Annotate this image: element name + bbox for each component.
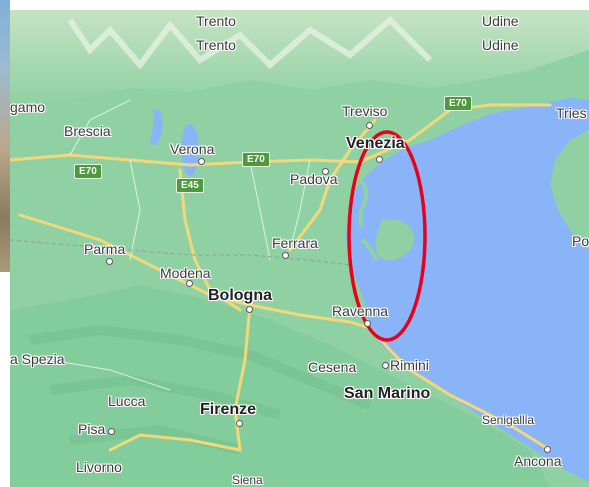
city-label-modena[interactable]: Modena (160, 265, 211, 281)
city-label-treviso[interactable]: Treviso (342, 103, 388, 119)
city-label-siena[interactable]: Siena (232, 473, 263, 487)
city-dot-parma[interactable] (106, 258, 113, 265)
city-dot-treviso[interactable] (366, 122, 373, 129)
city-label-pisa[interactable]: Pisa (78, 421, 106, 437)
city-label-bergamo[interactable]: gamo (10, 99, 46, 115)
city-label-udine[interactable]: Udine (482, 13, 519, 29)
city-label-padova[interactable]: Padova (290, 171, 338, 187)
city-label-san-marino[interactable]: San Marino (344, 385, 431, 402)
minor-roads (49, 99, 311, 391)
city-label-la-spezia[interactable]: a Spezia (10, 351, 65, 367)
highlight-ellipse (347, 130, 427, 342)
city-label-livorno[interactable]: Livorno (76, 459, 122, 475)
road-shield-e70-east: E70 (444, 96, 472, 111)
istria-coast (550, 130, 589, 250)
city-dot-padova[interactable] (322, 168, 329, 175)
city-label-parma[interactable]: Parma (84, 241, 126, 257)
city-label-cesena[interactable]: Cesena (308, 359, 357, 375)
map-canvas[interactable] (10, 10, 589, 487)
city-dot-firenze[interactable] (236, 420, 243, 427)
city-label-udine-dup[interactable]: Udine (482, 37, 519, 53)
po-delta (375, 219, 414, 261)
road-shield-e45: E45 (176, 178, 204, 193)
city-label-firenze[interactable]: Firenze (200, 401, 257, 418)
city-dot-verona[interactable] (198, 158, 205, 165)
city-label-trieste[interactable]: Tries (556, 105, 587, 121)
road-shield-e70-west: E70 (74, 164, 102, 179)
alps-terrain (10, 10, 589, 105)
city-dot-pisa[interactable] (108, 428, 115, 435)
city-dot-bologna[interactable] (246, 306, 253, 313)
photo-strip (0, 0, 10, 272)
city-label-verona[interactable]: Verona (170, 141, 215, 157)
city-label-venezia[interactable]: Venezia (346, 135, 405, 152)
city-dot-rimini[interactable] (382, 362, 389, 369)
lagoon-islands (358, 178, 378, 261)
city-label-trento[interactable]: Trento (196, 13, 236, 29)
city-label-ancona[interactable]: Ancona (514, 453, 562, 469)
city-label-trento-dup[interactable]: Trento (196, 37, 236, 53)
city-label-bologna[interactable]: Bologna (208, 287, 272, 304)
city-dot-ferrara[interactable] (282, 252, 289, 259)
city-label-brescia[interactable]: Brescia (64, 123, 111, 139)
city-dot-ancona[interactable] (544, 446, 551, 453)
map-frame[interactable]: Trento Trento Udine Udine gamo Brescia V… (10, 10, 589, 487)
lake-iseo (150, 110, 163, 145)
city-label-ferrara[interactable]: Ferrara (272, 235, 318, 251)
road-shield-e70-center: E70 (242, 152, 270, 167)
city-label-ravenna[interactable]: Ravenna (332, 303, 389, 319)
city-label-senigallia[interactable]: Senigallia (482, 413, 535, 427)
city-label-lucca[interactable]: Lucca (108, 393, 146, 409)
alps-highlights (67, 15, 433, 70)
city-label-pula[interactable]: Po (572, 233, 589, 249)
adriatic-sea (346, 98, 589, 482)
city-label-rimini[interactable]: Rimini (390, 357, 429, 373)
city-dot-modena[interactable] (186, 280, 193, 287)
city-dot-ravenna[interactable] (364, 320, 371, 327)
city-dot-venezia[interactable] (376, 156, 383, 163)
lake-garda (181, 124, 199, 176)
